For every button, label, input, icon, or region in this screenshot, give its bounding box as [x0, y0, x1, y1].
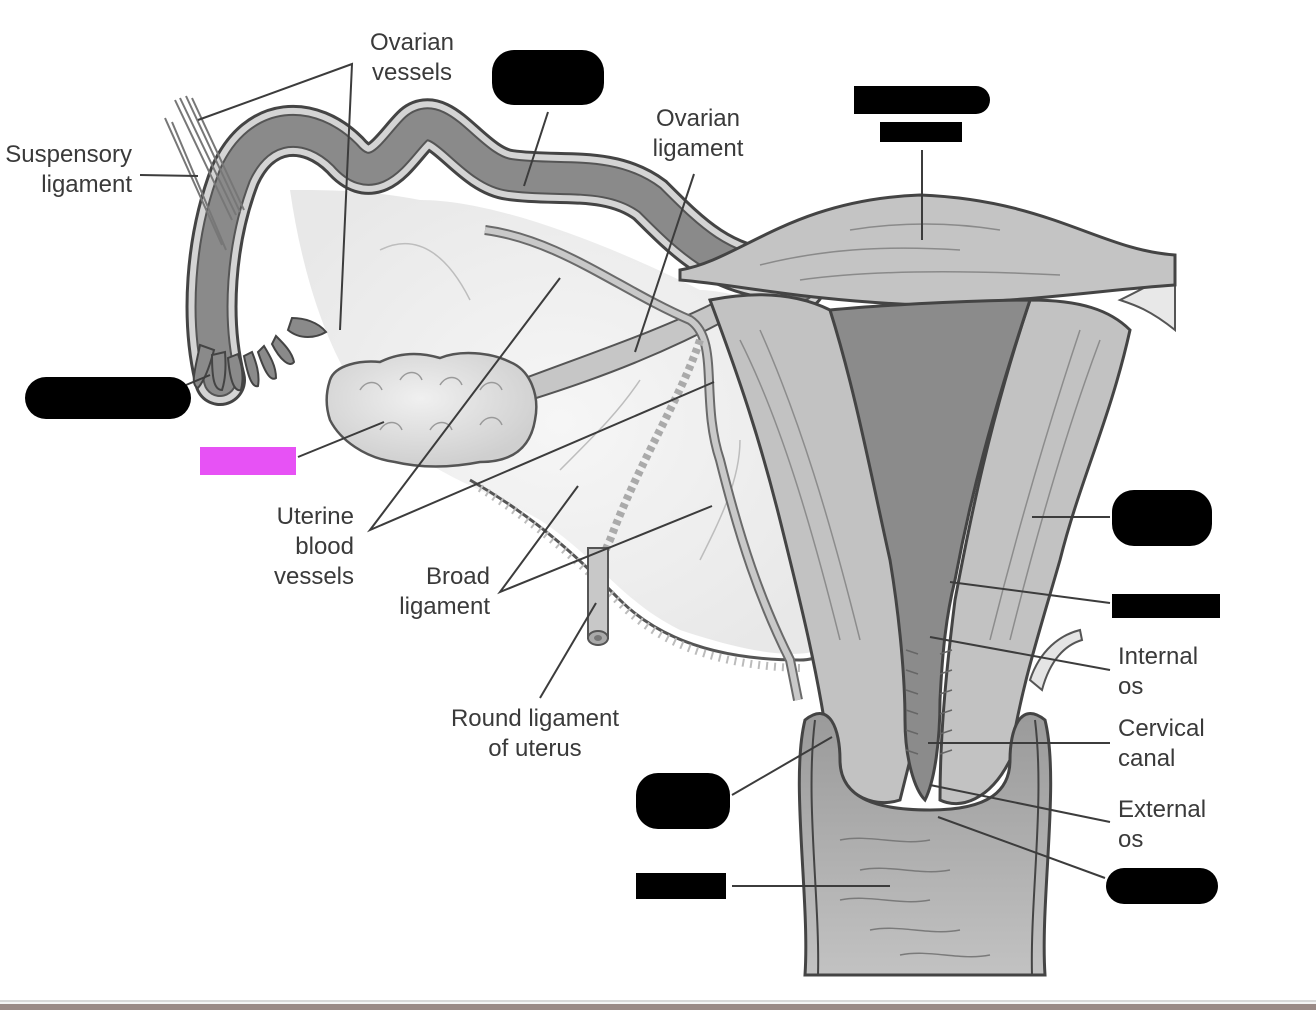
- label-cervical-canal: Cervical canal: [1118, 715, 1205, 772]
- right-round-ligament-shape: [1028, 628, 1084, 692]
- ovary-shape: [325, 351, 538, 468]
- redacted-label-fimbriae: [25, 377, 191, 419]
- label-uterine-blood-vessels: Uterine blood vessels: [273, 503, 354, 590]
- label-ovarian-ligament: Ovarian ligament: [652, 105, 744, 162]
- redacted-label-vagina: [636, 873, 726, 899]
- redacted-label-cervix: [1106, 868, 1218, 904]
- label-broad-ligament: Broad ligament: [399, 563, 490, 620]
- vagina-shape: [797, 712, 1053, 977]
- redacted-label-lateral-fornix: [636, 773, 730, 829]
- label-round-ligament: Round ligament of uterus: [450, 705, 620, 762]
- label-ovarian-vessels: Ovarian vessels: [369, 29, 455, 86]
- suspensory-ligament-shape: [164, 95, 245, 251]
- uterus-shape: [678, 193, 1177, 806]
- uterine-tube-shape: [185, 98, 826, 406]
- highlighted-label-ovary[interactable]: [200, 447, 296, 475]
- redacted-label-endometrium: [1112, 594, 1220, 618]
- redacted-label-fundus-line1: [854, 86, 990, 114]
- label-internal-os: Internal os: [1118, 643, 1199, 700]
- redacted-label-uterine-tube: [492, 50, 604, 105]
- round-ligament-shape: [587, 547, 609, 646]
- label-external-os: External os: [1118, 796, 1207, 853]
- label-suspensory-ligament: Suspensory ligament: [5, 141, 132, 198]
- redacted-label-fundus-line2: [880, 122, 962, 142]
- window-bottom-edge: [0, 1000, 1316, 1010]
- redacted-label-myometrium: [1112, 490, 1212, 546]
- fimbriae-shape: [192, 316, 328, 392]
- leader-lines: [139, 62, 1111, 887]
